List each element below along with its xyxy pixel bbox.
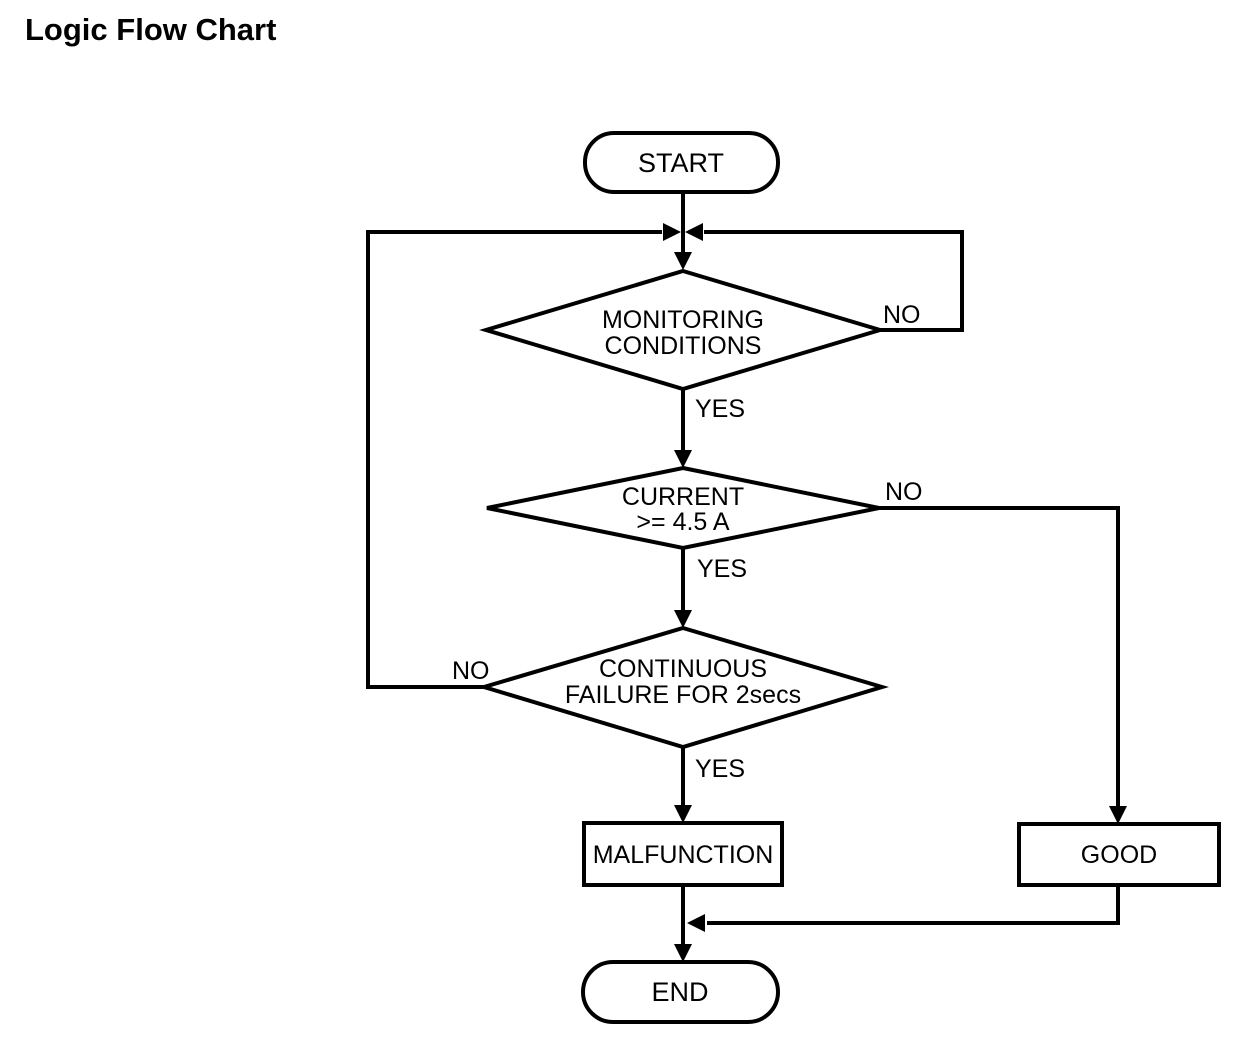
monitoring-conditions-decision: MONITORING CONDITIONS xyxy=(479,268,887,392)
end-node-label: END xyxy=(651,977,708,1007)
good-node-label: GOOD xyxy=(1081,841,1157,869)
edge-current-no xyxy=(879,506,1120,818)
arrowhead-good-merge xyxy=(687,914,705,932)
edge-good-merge xyxy=(707,885,1120,925)
malfunction-node: MALFUNCTION xyxy=(582,821,784,887)
good-node: GOOD xyxy=(1017,822,1221,887)
edge-continuous-no-loop xyxy=(366,230,662,689)
start-node: START xyxy=(583,131,780,194)
continuous-failure-shape xyxy=(477,625,889,750)
arrowhead-into-monitoring xyxy=(674,252,692,270)
start-node-shape xyxy=(583,131,780,194)
continuous-failure-decision: CONTINUOUS FAILURE FOR 2secs xyxy=(477,625,889,750)
current-check-label-line1: CURRENT xyxy=(622,483,744,511)
monitoring-conditions-label-line1: MONITORING xyxy=(602,306,764,334)
end-node-shape xyxy=(581,960,780,1024)
end-node: END xyxy=(581,960,780,1024)
arrowhead-into-end xyxy=(674,944,692,962)
monitoring-conditions-shape xyxy=(479,268,887,392)
malfunction-node-label: MALFUNCTION xyxy=(593,841,774,869)
edge-label-current-yes: YES xyxy=(697,555,747,583)
current-check-decision: CURRENT >= 4.5 A xyxy=(486,465,880,551)
arrowhead-left-loop-into-junction xyxy=(663,223,681,241)
edge-monitoring-no-loop xyxy=(704,230,964,332)
arrowhead-into-malfunction xyxy=(674,805,692,823)
arrowhead-into-continuous xyxy=(674,610,692,628)
continuous-failure-label-line2: FAILURE FOR 2secs xyxy=(565,681,801,709)
monitoring-conditions-label-line2: CONDITIONS xyxy=(605,332,762,360)
edge-label-current-no: NO xyxy=(885,478,923,506)
arrowhead-right-loop-into-junction xyxy=(685,223,703,241)
edge-label-continuous-yes: YES xyxy=(695,755,745,783)
edge-label-monitoring-no: NO xyxy=(883,301,921,329)
start-node-label: START xyxy=(638,148,724,178)
current-check-shape xyxy=(486,465,880,551)
edge-label-continuous-no: NO xyxy=(452,657,490,685)
arrowhead-into-current xyxy=(674,450,692,468)
good-node-shape xyxy=(1017,822,1221,887)
arrowhead-into-good xyxy=(1109,806,1127,824)
malfunction-node-shape xyxy=(582,821,784,887)
page-title: Logic Flow Chart xyxy=(25,12,276,47)
current-check-label-line2: >= 4.5 A xyxy=(636,508,729,536)
edge-label-monitoring-yes: YES xyxy=(695,395,745,423)
continuous-failure-label-line1: CONTINUOUS xyxy=(599,655,767,683)
